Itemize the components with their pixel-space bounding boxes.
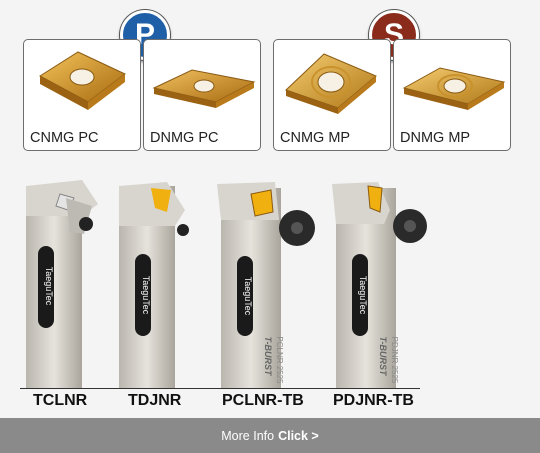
tool-code-text: PCLNR 2525 (275, 336, 284, 384)
insert-label: DNMG MP (400, 130, 471, 146)
tdjnr-tool-holder-image[interactable]: TaeguTec (115, 180, 195, 388)
cnmg-pc-insert-icon (39, 51, 126, 110)
taegutec-logo: TaeguTec (358, 276, 368, 315)
taegutec-logo: TaeguTec (243, 277, 253, 316)
insert-label: CNMG MP (280, 130, 351, 146)
insert-card-dnmg-mp[interactable]: DNMG MP (393, 39, 511, 151)
insert-card-cnmg-pc[interactable]: CNMG PC (23, 39, 141, 151)
taegutec-logo: TaeguTec (44, 267, 54, 306)
tool-name-pclnr-tb[interactable]: PCLNR-TB (222, 392, 304, 409)
more-info-text: More Info (221, 428, 275, 443)
more-info-bar[interactable]: More Info Click > (0, 418, 540, 453)
pdjnr-tb-tool-holder-image[interactable]: TaeguTec T-BURST PDJNR 2525 (330, 180, 435, 388)
tool-code-text: PDJNR 2525 (390, 337, 399, 384)
product-panel: P S CNMG PC DNMG PC CNM (0, 0, 540, 418)
tool-name-pdjnr-tb[interactable]: PDJNR-TB (333, 392, 414, 409)
tool-name-tclnr[interactable]: TCLNR (33, 392, 88, 409)
taegutec-logo: TaeguTec (141, 276, 151, 315)
t-burst-series-text: T-BURST (263, 337, 273, 377)
tclnr-tool-holder-image[interactable]: TaeguTec (20, 176, 100, 388)
dnmg-pc-insert-icon (152, 69, 255, 108)
dnmg-mp-insert-icon (402, 67, 505, 110)
insert-label: DNMG PC (150, 130, 219, 146)
tool-name-tdjnr[interactable]: TDJNR (128, 392, 182, 409)
cnmg-mp-insert-icon (285, 53, 377, 114)
insert-card-cnmg-mp[interactable]: CNMG MP (273, 39, 391, 151)
insert-label: CNMG PC (30, 130, 99, 146)
baseline-divider (20, 388, 420, 389)
insert-card-dnmg-pc[interactable]: DNMG PC (143, 39, 261, 151)
pclnr-tb-tool-holder-image[interactable]: TaeguTec T-BURST PCLNR 2525 (215, 180, 320, 388)
click-link[interactable]: Click > (278, 428, 319, 443)
t-burst-series-text: T-BURST (378, 337, 388, 377)
